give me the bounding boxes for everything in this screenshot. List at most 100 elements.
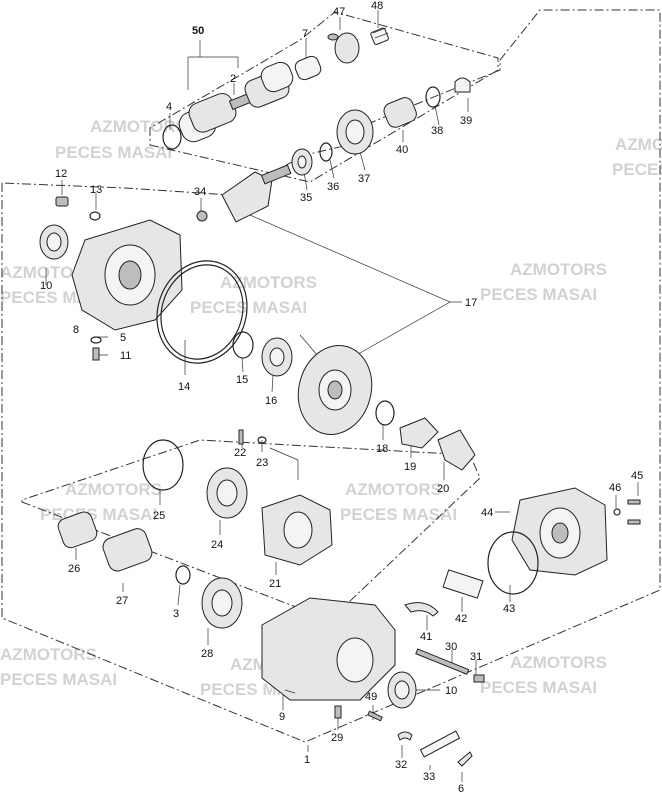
part-label-44: 44: [481, 507, 493, 519]
coil-stripe: [374, 32, 389, 39]
part-label-48: 48: [371, 0, 383, 12]
washer: [613, 508, 621, 516]
part-label-20: 20: [437, 483, 449, 495]
needle-bearing: [57, 511, 98, 549]
part-label-24: 24: [211, 539, 223, 551]
part-label-14: 14: [178, 381, 190, 393]
pin-mark: [284, 689, 296, 694]
leader-line: [61, 180, 97, 210]
bolt: [627, 499, 641, 505]
pinion-stack: [196, 77, 471, 223]
watermark-text: PECES MASAI: [340, 505, 457, 524]
part-label-12: 12: [55, 168, 67, 180]
axle-shaft-frame: [149, 11, 499, 183]
bolt: [238, 429, 244, 445]
watermark-text: AZMOTORS: [510, 260, 607, 279]
part-label-19: 19: [404, 461, 416, 473]
shift-sleeve: [383, 97, 417, 128]
watermark-text: AZMOTORS: [510, 653, 607, 672]
part-label-37: 37: [358, 173, 370, 185]
washer: [257, 436, 267, 444]
part-label-43: 43: [503, 603, 515, 615]
thrust-washer-inner: [297, 155, 307, 169]
cover-bore-inner: [118, 260, 142, 290]
bevel-gear: [437, 429, 476, 471]
rear-cover: [487, 487, 641, 595]
ring-gear-bore: [327, 380, 343, 400]
bolt: [627, 519, 641, 525]
part-label-41: 41: [420, 631, 432, 643]
part-label-38: 38: [431, 125, 443, 137]
part-label-10: 10: [40, 280, 52, 292]
watermark-text: PECES MASAI: [40, 505, 157, 524]
part-label-9: 9: [279, 711, 285, 723]
differential-cover-hub: [551, 522, 569, 544]
lock-ring: [334, 32, 360, 64]
cotter-pin: [457, 751, 473, 767]
gasket-ring: [142, 439, 184, 491]
differential-stack: [57, 429, 333, 629]
main-housing: [261, 569, 485, 767]
part-label-32: 32: [395, 759, 407, 771]
part-label-17: 17: [465, 297, 477, 309]
spring: [473, 674, 485, 683]
part-label-25: 25: [153, 510, 165, 522]
snap-ring: [425, 86, 441, 108]
part-label-47: 47: [333, 6, 345, 18]
circlip: [162, 124, 182, 150]
watermark-text: PECES MASAI: [480, 285, 597, 304]
watermark-text: AZMOTORS: [220, 273, 317, 292]
leader-line: [187, 40, 239, 90]
circlip: [319, 142, 333, 162]
part-label-28: 28: [201, 648, 213, 660]
gasket-inner: [160, 264, 244, 360]
part-label-29: 29: [331, 732, 343, 744]
part-label-26: 26: [68, 563, 80, 575]
bolt: [334, 705, 342, 719]
part-label-35: 35: [300, 192, 312, 204]
breather-plug: [55, 196, 69, 207]
differential-case-bore: [283, 511, 313, 549]
part-label-13: 13: [90, 184, 102, 196]
shim: [232, 331, 254, 359]
housing-bore: [336, 637, 374, 683]
part-label-46: 46: [609, 482, 621, 494]
part-label-7: 7: [302, 28, 308, 40]
spacer-plate: [399, 417, 439, 449]
gasket: [156, 260, 248, 364]
part-label-33: 33: [423, 771, 435, 783]
shift-fork: [404, 602, 439, 617]
watermark-text: PECES MASAI: [612, 160, 662, 179]
part-label-16: 16: [265, 395, 277, 407]
shift-plate: [442, 569, 484, 599]
front-cover: [39, 196, 183, 361]
part-label-34: 34: [194, 186, 206, 198]
washer: [90, 336, 102, 344]
part-label-23: 23: [256, 457, 268, 469]
part-label-45: 45: [631, 470, 643, 482]
shaft: [419, 730, 461, 758]
lock-pin: [327, 33, 339, 41]
part-label-27: 27: [116, 595, 128, 607]
part-label-21: 21: [269, 578, 281, 590]
pinion-gear: [221, 171, 273, 223]
pinion-shaft: [260, 164, 292, 185]
watermark-text: AZMOTORS: [90, 117, 187, 136]
part-label-49: 49: [365, 691, 377, 703]
ring-gear-group: [156, 260, 476, 471]
o-ring: [487, 531, 539, 595]
part-label-4: 4: [166, 101, 172, 113]
drain-bolt: [92, 347, 100, 361]
leader-line: [241, 357, 244, 373]
differential-housing: [261, 597, 396, 701]
part-label-3: 3: [173, 608, 179, 620]
pin: [367, 710, 383, 722]
seal-ring-inner: [345, 119, 365, 145]
watermark-group: AZMOTORS PECES MASAI AZMOTORS PECES MASA…: [0, 117, 662, 699]
axle-shaft-assembly: [162, 27, 389, 150]
spline-coupler: [102, 528, 153, 572]
part-label-36: 36: [327, 181, 339, 193]
leader-line: [271, 374, 274, 393]
watermark-text: AZMOTORS: [345, 480, 442, 499]
